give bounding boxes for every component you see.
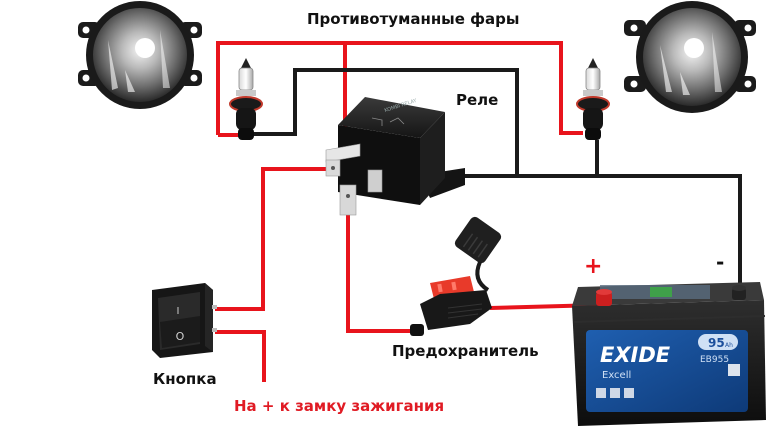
bulb-left [229, 58, 263, 140]
rocker-switch [152, 283, 217, 358]
fuse-label: Предохранитель [392, 342, 539, 360]
switch-on-symbol: I [177, 306, 180, 317]
wire-relay-to-switch [215, 167, 330, 311]
fog-lamp-right [624, 1, 756, 113]
switch-off-symbol: O [176, 330, 185, 343]
ignition-label: На + к замку зажигания [234, 397, 445, 415]
fuse-holder [410, 216, 502, 336]
wire-ground-bus [420, 174, 742, 290]
bulb-right [576, 58, 610, 140]
relay-label: Реле [456, 91, 499, 109]
battery [572, 282, 766, 426]
battery-capacity-badge [698, 334, 738, 350]
fog-lamp-left [78, 1, 202, 109]
battery-brand: EXIDE [600, 343, 671, 367]
battery-model: EB955 [700, 355, 729, 365]
battery-minus-sign: - [716, 250, 725, 274]
wire-relay-to-fuse [346, 205, 420, 333]
battery-plus-sign: + [584, 254, 603, 279]
battery-capacity: 95 [708, 336, 725, 350]
wire-left-bulb-ground [252, 68, 519, 176]
fog-lights-label: Противотуманные фары [307, 10, 520, 28]
relay: KOMBI RELAY [325, 97, 465, 216]
battery-series: Excell [602, 370, 631, 381]
button-label: Кнопка [153, 370, 217, 388]
wire-relay-to-lamps-positive [216, 41, 583, 135]
battery-capacity-unit: Ah [725, 342, 733, 349]
wire-switch-to-ignition [215, 330, 266, 382]
